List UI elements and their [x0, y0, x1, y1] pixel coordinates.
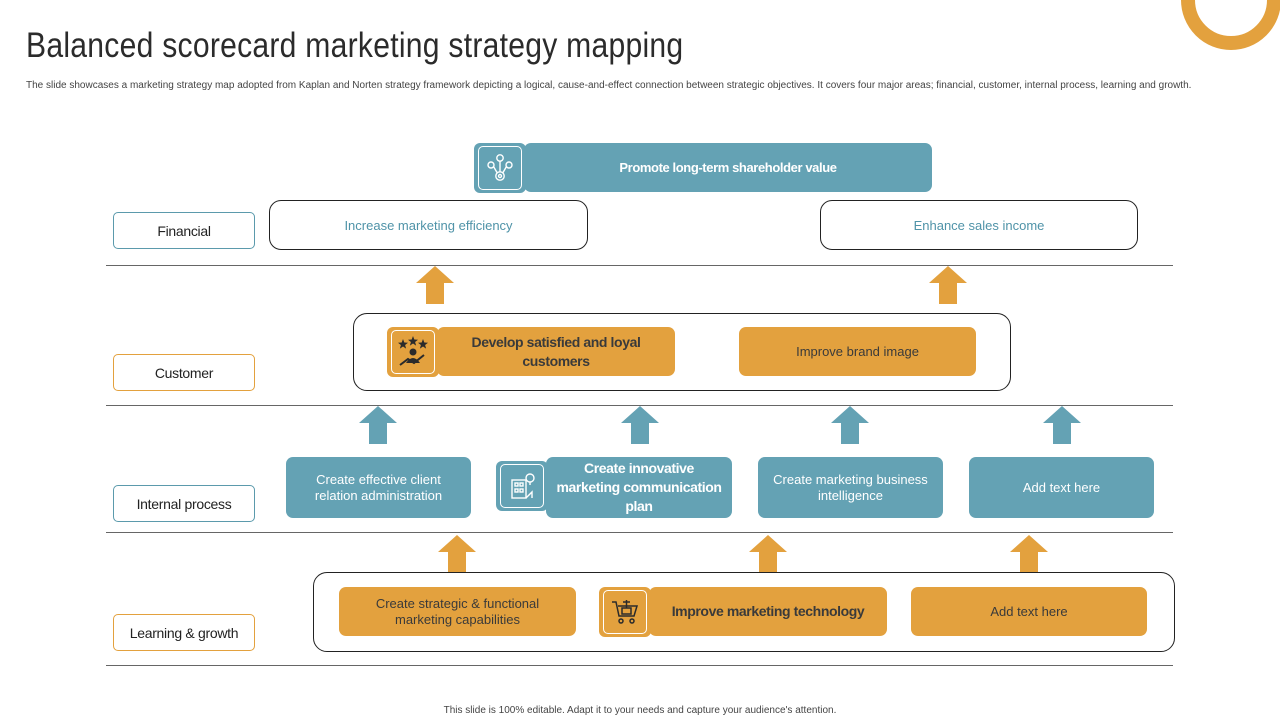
objective-client-relation: Create effective client relation adminis… [286, 457, 471, 518]
building-idea-icon [511, 473, 535, 499]
perspective-customer: Customer [113, 354, 255, 391]
divider-internal [106, 532, 1173, 533]
footer-note: This slide is 100% editable. Adapt it to… [443, 705, 837, 716]
arrow-up-icon [831, 406, 869, 444]
perspective-financial: Financial [113, 212, 255, 249]
objective-marketing-technology: Improve marketing technology [649, 587, 887, 636]
objective-internal-placeholder: Add text here [969, 457, 1154, 518]
decorative-ring [1181, 0, 1280, 50]
cart-technology-icon [612, 600, 639, 624]
page-title: Balanced scorecard marketing strategy ma… [26, 26, 684, 65]
network-gear-icon [487, 154, 513, 181]
top-goal-icon-box [474, 143, 526, 193]
divider-customer [106, 405, 1173, 406]
arrow-up-icon [438, 535, 476, 573]
arrow-up-icon [359, 406, 397, 444]
arrow-up-icon [621, 406, 659, 444]
objective-marketing-capabilities: Create strategic & functional marketing … [339, 587, 576, 636]
arrow-up-icon [1010, 535, 1048, 573]
top-goal-shareholder-value: Promote long-term shareholder value [524, 143, 932, 192]
objective-business-intelligence: Create marketing business intelligence [758, 457, 943, 518]
divider-learning [106, 665, 1173, 666]
customer-icon-box [387, 327, 439, 377]
page-subtitle: The slide showcases a marketing strategy… [26, 80, 1192, 91]
objective-learning-placeholder: Add text here [911, 587, 1147, 636]
objective-innovative-communication: Create innovative marketing communicatio… [546, 457, 732, 518]
objective-increase-efficiency: Increase marketing efficiency [269, 200, 588, 250]
objective-satisfied-customers: Develop satisfied and loyal customers [437, 327, 675, 376]
arrow-up-icon [929, 266, 967, 304]
technology-icon-box [599, 587, 651, 637]
arrow-up-icon [749, 535, 787, 573]
arrow-up-icon [1043, 406, 1081, 444]
customer-stars-icon [398, 336, 428, 366]
arrow-up-icon [416, 266, 454, 304]
innovative-icon-box [496, 461, 548, 511]
divider-financial [106, 265, 1173, 266]
objective-brand-image: Improve brand image [739, 327, 976, 376]
objective-enhance-sales: Enhance sales income [820, 200, 1138, 250]
perspective-learning-growth: Learning & growth [113, 614, 255, 651]
perspective-internal-process: Internal process [113, 485, 255, 522]
